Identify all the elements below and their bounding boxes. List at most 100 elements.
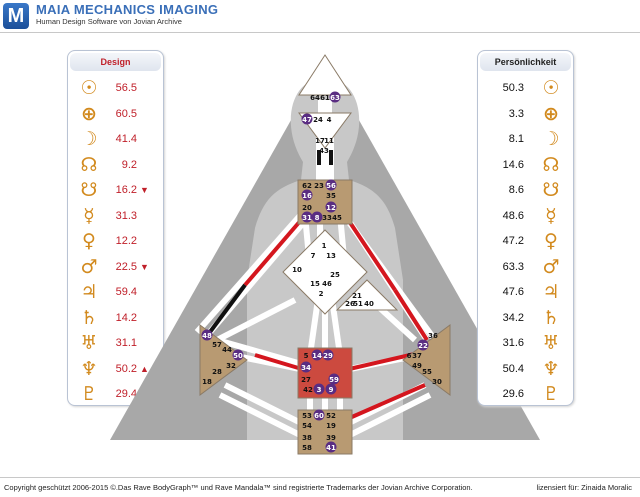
mars-icon: ♂ (542, 255, 560, 278)
channel-path (194, 208, 308, 334)
gate-number: 29 (323, 352, 333, 360)
gate-number: 64 (310, 94, 320, 102)
gate-highlight (325, 201, 337, 213)
gate-number: 23 (314, 182, 324, 190)
activated-channel (254, 353, 306, 372)
saturn-icon: ♄ (80, 306, 98, 329)
design-gate-value: 22.5 (115, 260, 137, 273)
gate-number: 14 (312, 352, 322, 360)
spleen-center (199, 324, 248, 396)
gate-number: 32 (226, 362, 236, 370)
gate-number: 63 (330, 94, 340, 102)
gate-number: 56 (326, 182, 336, 190)
personality-gate-value: 34.2 (502, 311, 524, 324)
ajna-center (298, 112, 352, 149)
personality-gate-value: 48.6 (502, 209, 524, 222)
gate-number: 37 (412, 352, 422, 360)
personality-row: ⊕3.3 (478, 102, 573, 126)
personality-gate-value: 3.3 (508, 107, 524, 120)
gate-number: 62 (302, 182, 312, 190)
personality-gate-value: 47.2 (502, 235, 524, 247)
personality-row: ☉50.3 (478, 76, 573, 100)
channel-path (223, 382, 307, 428)
gate-highlight (313, 383, 325, 395)
design-gate-value: 59.4 (115, 286, 137, 298)
uranus-icon: ♅ (542, 332, 560, 354)
channel-path (348, 392, 432, 438)
gate-highlight (201, 329, 213, 341)
gate-number: 52 (326, 412, 336, 420)
gate-number: 8 (315, 214, 320, 222)
gate-number: 4 (327, 116, 332, 124)
gate-number: 54 (302, 422, 312, 430)
design-gate-value: 56.5 (115, 82, 137, 94)
gate-number: 9 (329, 386, 334, 394)
gate-number: 59 (329, 376, 339, 384)
gate-number: 11 (324, 137, 334, 145)
personality-row: ♀ 47.2 (478, 229, 573, 253)
design-row: ♃59.4 (68, 280, 163, 304)
gate-number: 7 (311, 252, 316, 260)
gate-number: 1 (322, 242, 327, 250)
gate-number: 17 (315, 137, 325, 145)
design-gate-value: 29.4 (115, 388, 137, 400)
gate-number: 46 (322, 280, 332, 288)
gate-number: 44 (222, 346, 232, 354)
personality-row: ☊14.6 (478, 153, 573, 177)
heart-center (335, 279, 399, 311)
venus-icon: ♀ (544, 230, 558, 252)
gate-number: 31 (302, 214, 312, 222)
gate-number: 57 (212, 341, 222, 349)
root-center (297, 409, 353, 455)
personality-row: ☿48.6 (478, 204, 573, 228)
design-panel: Design ☉56.5⊕60.5☽41.4☊9.2☋16.2▼☿31.3♀12… (67, 50, 164, 406)
gate-number: 16 (302, 192, 312, 200)
design-row: ⊕60.5 (68, 102, 163, 126)
design-gate-value: 12.2 (115, 235, 137, 247)
gate-number: 60 (314, 412, 324, 420)
design-row: ♆50.2▲ (68, 357, 163, 381)
gate-number: 61 (320, 94, 330, 102)
gate-number: 27 (301, 376, 311, 384)
personality-panel-title: Persönlichkeit (480, 53, 571, 71)
gate-number: 41 (326, 444, 336, 452)
design-panel-title: Design (70, 53, 161, 71)
gate-number: 35 (326, 192, 336, 200)
gate-number: 45 (332, 214, 342, 222)
gate-number: 22 (418, 342, 428, 350)
maia-logo: M (3, 3, 29, 29)
gate-number: 36 (428, 332, 438, 340)
gate-number: 20 (302, 204, 312, 212)
personality-row: ♂ 63.3 (478, 255, 573, 279)
activated-channel (393, 288, 429, 342)
gate-number: 51 (353, 300, 363, 308)
personality-row: ☋8.6 (478, 178, 573, 202)
personality-gate-value: 50.3 (502, 82, 524, 94)
gate-number: 5 (304, 352, 309, 360)
moon-icon: ☽ (542, 128, 560, 150)
north-node-icon: ☊ (80, 153, 98, 176)
personality-row: ♅ 31.6 (478, 331, 573, 355)
gate-number: 39 (326, 434, 336, 442)
personality-gate-value: 31.6 (502, 337, 524, 349)
personality-row: ♆50.4 (478, 357, 573, 381)
head-center (298, 54, 352, 96)
gate-highlight (301, 189, 313, 201)
gate-highlight (301, 113, 313, 125)
personality-gate-value: 8.6 (508, 184, 524, 196)
neptune-icon: ♆ (80, 357, 98, 380)
design-row: ♇29.4 (68, 382, 163, 406)
app-subtitle: Human Design Software von Jovian Archive (36, 17, 182, 26)
activated-channel (341, 210, 397, 292)
channel-path (218, 392, 302, 438)
design-gate-value: 31.3 (115, 209, 137, 222)
design-row: ☿31.3 (68, 204, 163, 228)
gate-number: 25 (330, 271, 340, 279)
personality-gate-value: 63.3 (502, 260, 524, 273)
moon-icon: ☽ (80, 128, 98, 150)
gate-number: 18 (202, 378, 212, 386)
g-center (282, 229, 368, 315)
gate-number: 38 (302, 434, 312, 442)
